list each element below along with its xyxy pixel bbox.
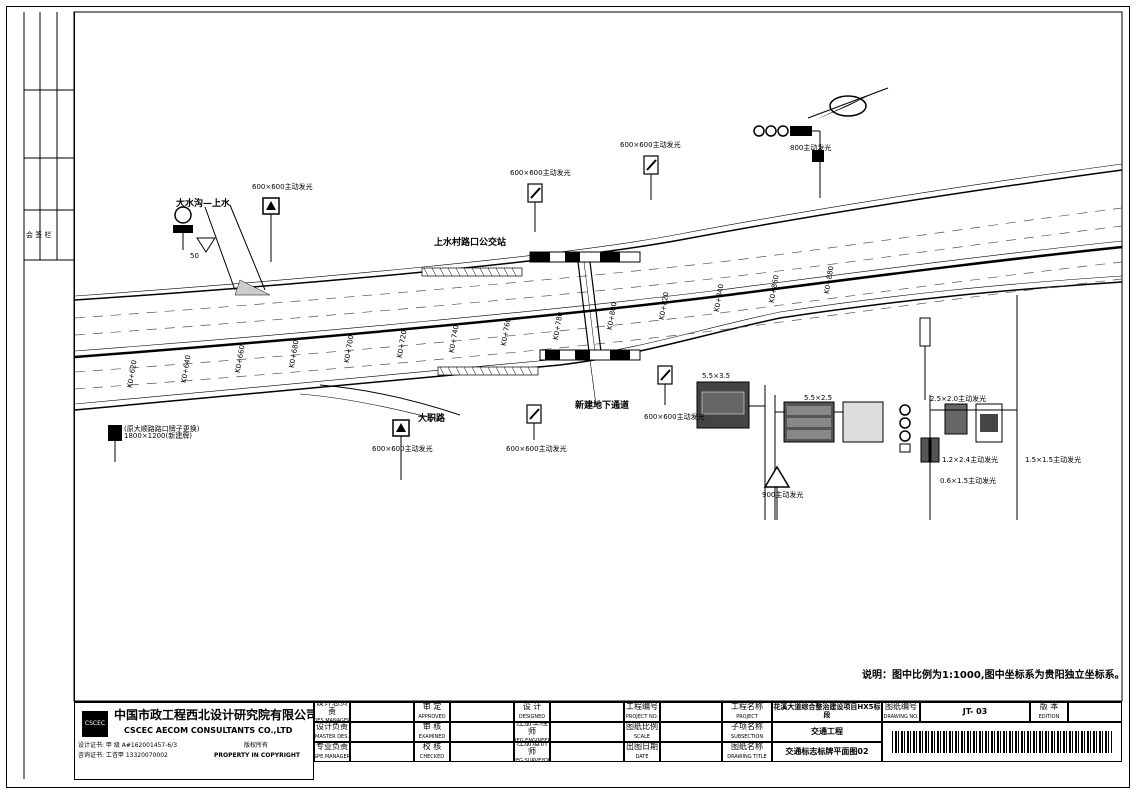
tb-signature: [660, 702, 722, 722]
sign-label: 600×600主动发光: [506, 445, 567, 453]
sign-label: 2.5×2.0主动发光: [930, 395, 987, 403]
title-name: 交通标志标牌平面图02: [772, 742, 882, 762]
drawing-no: JT- 03: [920, 702, 1030, 722]
sign-label: 600×600主动发光: [510, 169, 571, 177]
sign-label: 0.6×1.5主动发光: [940, 477, 997, 485]
road-label-top: 上水村路口公交站: [434, 238, 507, 248]
tb-signature: [350, 722, 414, 742]
north-arrow-icon: [807, 87, 889, 120]
copyright-en: PROPERTY IN COPYRIGHT: [214, 752, 300, 759]
tb-signature: [660, 742, 722, 762]
tb-signature: [660, 722, 722, 742]
barcode: [882, 722, 1122, 762]
sign-label: 600×600主动发光: [644, 413, 705, 421]
tb-signature: [350, 742, 414, 762]
cert-1: 设计证书: 甲 级 A#162001457-6/3: [78, 742, 178, 749]
drawing-frame: [6, 6, 1130, 788]
company-block: CSCEC 中国市政工程西北设计研究院有限公司 CSCEC AECOM CONS…: [74, 702, 314, 780]
drawing-note: 说明：图中比例为1:1000,图中坐标系为贵阳独立坐标系。: [862, 670, 1125, 681]
sign-label: 1.5×1.5主动发光: [1025, 456, 1082, 464]
project-name: 花溪大道综合整治建设项目HX5标段: [772, 702, 882, 722]
cert-2: 咨询证书: 工咨甲 13320070002: [78, 752, 168, 759]
sign-label: (原大顺路路口牌子更换): [124, 425, 200, 433]
sign-label: 600×600主动发光: [620, 141, 681, 149]
tb-signature: [550, 702, 624, 722]
copyright-cn: 版权所有: [244, 742, 269, 749]
sub-name: 交通工程: [772, 722, 882, 742]
sign-label: 800主动发光: [790, 144, 832, 152]
sign-label: 1.2×2.4主动发光: [942, 456, 999, 464]
road-label-bottom: 大职路: [418, 414, 446, 424]
road-label-left: 大水沟—上水: [176, 199, 231, 209]
sign-label: 5.5×2.5: [804, 394, 833, 402]
tb-signature: [350, 702, 414, 722]
title-block: CSCEC 中国市政工程西北设计研究院有限公司 CSCEC AECOM CONS…: [74, 701, 1122, 780]
sign-label: 600×600主动发光: [252, 183, 313, 191]
company-logo: CSCEC: [82, 711, 108, 737]
edition-value: [1068, 702, 1122, 722]
sign-label: 1800×1200(新建牌): [124, 432, 192, 440]
company-name-en: CSCEC AECOM CONSULTANTS CO.,LTD: [124, 726, 293, 735]
tb-signature: [450, 742, 514, 762]
speed-label: 50: [190, 252, 199, 260]
side-stamp: 会 签 栏: [26, 231, 52, 239]
tb-signature: [550, 742, 624, 762]
sign-label: 5.5×3.5: [702, 372, 731, 380]
road-label-mid: 新建地下通道: [575, 401, 630, 411]
sign-label: 600×600主动发光: [372, 445, 433, 453]
tb-signature: [550, 722, 624, 742]
sign-label: 900主动发光: [762, 491, 804, 499]
tb-signature: [450, 702, 514, 722]
tb-signature: [450, 722, 514, 742]
company-name-cn: 中国市政工程西北设计研究院有限公司: [114, 708, 314, 722]
